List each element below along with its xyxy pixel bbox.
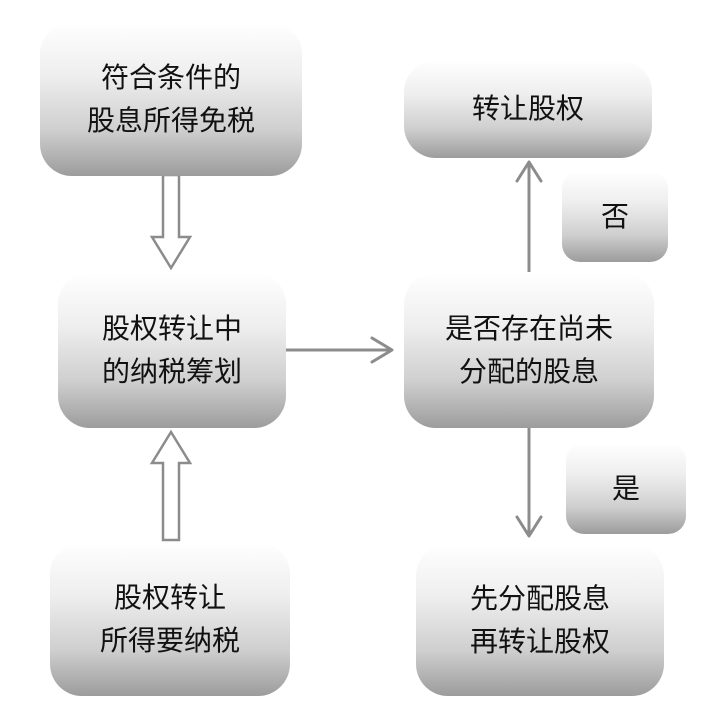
box-transfer-equity-line1: 转让股权 — [471, 92, 584, 126]
box-transfer-income-taxable: 股权转让 所得要纳税 — [50, 542, 290, 696]
hollow-arrow-down — [149, 173, 193, 271]
box-transfer-tax-planning: 股权转让中 的纳税筹划 — [58, 272, 286, 428]
box-transfer-tax-planning-line2: 的纳税筹划 — [101, 355, 242, 388]
arrowhead-right — [370, 336, 394, 364]
label-no-text: 否 — [600, 199, 629, 233]
label-yes: 是 — [566, 443, 686, 534]
hollow-arrow-up — [149, 429, 193, 542]
label-yes-text: 是 — [611, 471, 640, 505]
box-dividend-exempt-line2: 股息所得免税 — [86, 104, 255, 137]
box-undistributed-dividend-check: 是否存在尚未 分配的股息 — [404, 272, 654, 428]
box-transfer-income-taxable-line2: 所得要纳税 — [99, 624, 240, 657]
box-undistributed-dividend-check-line1: 是否存在尚未 — [444, 311, 613, 345]
arrowhead-down — [515, 515, 543, 538]
box-transfer-tax-planning-line1: 股权转让中 — [101, 311, 242, 345]
box-distribute-then-transfer: 先分配股息 再转让股权 — [416, 544, 664, 696]
box-distribute-then-transfer-line2: 再转让股权 — [469, 625, 610, 658]
label-no: 否 — [562, 171, 668, 262]
box-dividend-exempt-line1: 符合条件的 — [100, 60, 241, 94]
box-transfer-income-taxable-line1: 股权转让 — [113, 580, 226, 614]
arrowhead-up — [515, 160, 543, 183]
box-transfer-equity: 转让股权 — [404, 60, 652, 158]
box-undistributed-dividend-check-line2: 分配的股息 — [458, 355, 599, 388]
box-distribute-then-transfer-line1: 先分配股息 — [469, 581, 610, 615]
box-dividend-exempt: 符合条件的 股息所得免税 — [40, 22, 302, 176]
